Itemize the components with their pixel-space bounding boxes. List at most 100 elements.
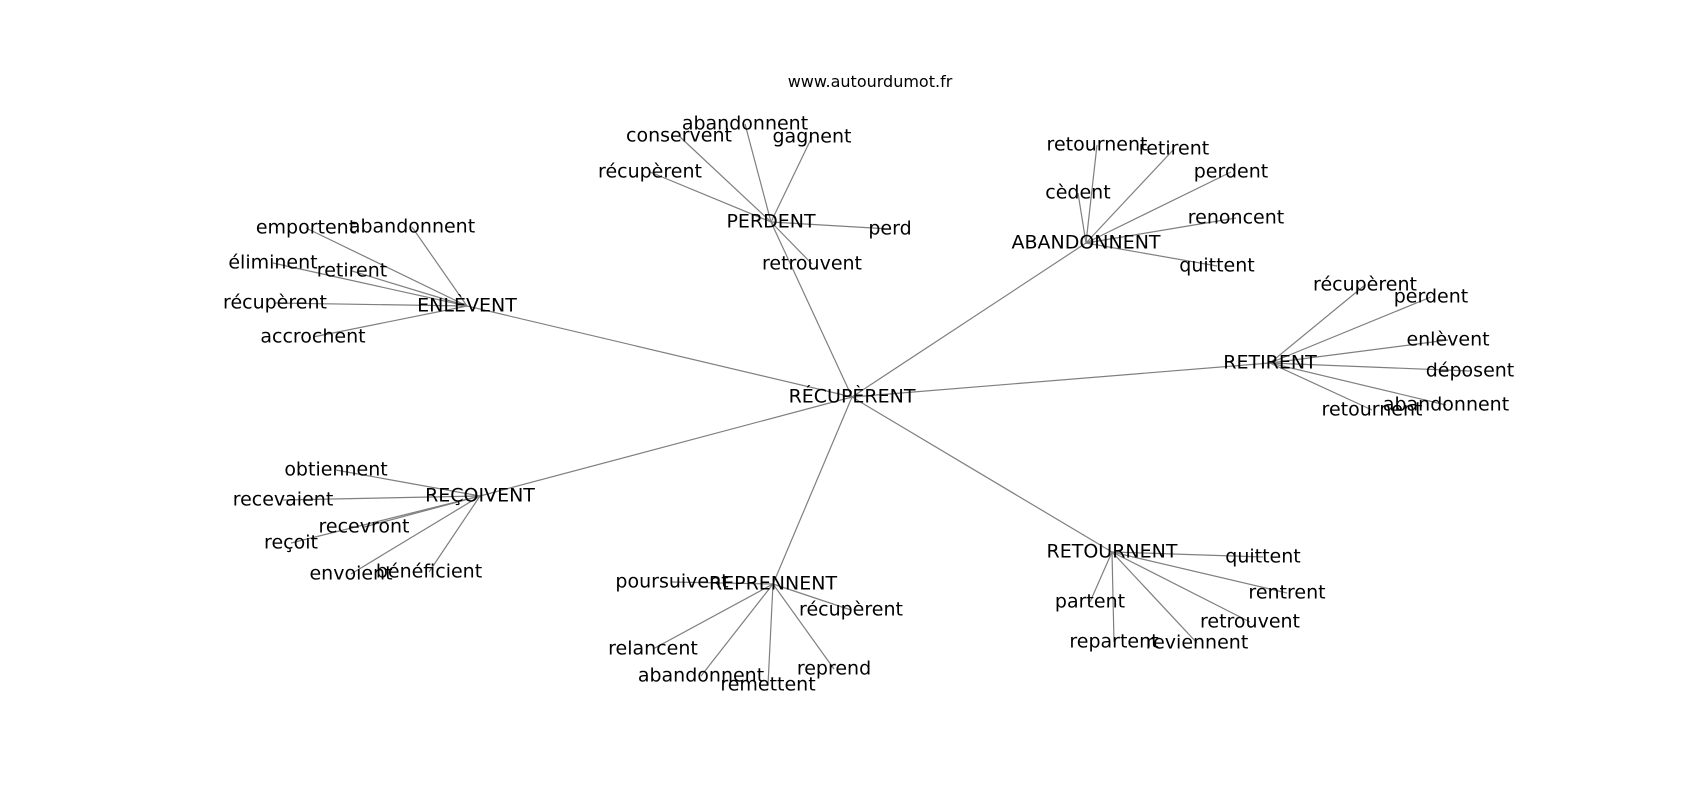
leaf-node[interactable]: partent	[1055, 591, 1125, 613]
leaf-node[interactable]: éliminent	[228, 252, 317, 274]
hub-node[interactable]: PERDENT	[726, 211, 816, 233]
edge-hub-1-leaf-2	[770, 136, 813, 223]
site-url[interactable]: www.autourdumot.fr	[787, 72, 953, 91]
leaf-node[interactable]: reprend	[797, 658, 871, 680]
leaf-node[interactable]: conservent	[626, 125, 732, 147]
edge-hub-4-leaf-4	[350, 495, 481, 575]
hub-node[interactable]: RETIRENT	[1223, 352, 1317, 374]
leaf-node[interactable]: reçoit	[264, 532, 318, 554]
leaf-node[interactable]: quittent	[1225, 546, 1300, 568]
hub-node[interactable]: ABANDONNENT	[1011, 232, 1160, 254]
edge-hub-6-leaf-0	[1111, 551, 1264, 558]
leaf-node[interactable]: accrochent	[260, 326, 365, 348]
edge-hub-4-leaf-0	[335, 469, 481, 497]
leaf-node[interactable]: abandonnent	[682, 113, 808, 135]
hub-node[interactable]: REPRENNENT	[709, 573, 838, 595]
leaf-node[interactable]: recevront	[319, 516, 410, 538]
leaf-node[interactable]: renoncent	[1188, 207, 1284, 229]
leaf-node[interactable]: récupèrent	[1313, 274, 1417, 296]
edge-hub-0-leaf-3	[351, 270, 468, 307]
leaf-node[interactable]: envoient	[309, 563, 392, 585]
edge-center-hub-4	[479, 396, 853, 497]
leaf-node[interactable]: perdent	[1394, 286, 1468, 308]
leaf-node[interactable]: perd	[868, 218, 911, 240]
edge-hub-3-leaf-3	[1269, 362, 1471, 372]
edge-hub-3-leaf-0	[1269, 284, 1366, 364]
edge-center-hub-6	[851, 396, 1113, 553]
edge-hub-5-leaf-2	[652, 583, 774, 650]
edge-hub-2-leaf-0	[1085, 144, 1098, 244]
leaf-node[interactable]: obtiennent	[284, 459, 387, 481]
hub-node[interactable]: RETOURNENT	[1047, 541, 1178, 563]
edge-hub-0-leaf-1	[411, 226, 468, 307]
leaf-node[interactable]: cèdent	[1045, 182, 1110, 204]
edge-hub-4-leaf-5	[428, 495, 481, 573]
hub-node[interactable]: REÇOIVENT	[425, 485, 535, 507]
edge-hub-6-leaf-1	[1089, 551, 1113, 603]
leaf-node[interactable]: retirent	[317, 260, 387, 282]
edge-hub-0-leaf-5	[312, 305, 468, 338]
leaf-node[interactable]: déposent	[1426, 360, 1515, 382]
edge-center-hub-2	[851, 242, 1087, 398]
edge-hub-2-leaf-4	[1085, 217, 1237, 244]
edge-hub-0-leaf-4	[274, 302, 468, 307]
graph-labels: RÉCUPÈRENTENLÈVENTemportentabandonnentél…	[223, 113, 1514, 696]
edge-hub-5-leaf-3	[700, 583, 774, 677]
leaf-node[interactable]: retrouvent	[762, 253, 862, 275]
center-node[interactable]: RÉCUPÈRENT	[789, 385, 916, 408]
leaf-node[interactable]: récupèrent	[223, 292, 327, 314]
edge-hub-3-leaf-5	[1269, 362, 1373, 411]
edge-center-hub-1	[770, 221, 853, 398]
edge-hub-5-leaf-1	[772, 583, 852, 611]
edge-center-hub-0	[466, 305, 853, 398]
leaf-node[interactable]: récupèrent	[598, 161, 702, 183]
leaf-node[interactable]: emportent	[256, 217, 356, 239]
edge-hub-6-leaf-4	[1111, 551, 1115, 643]
leaf-node[interactable]: abandonnent	[638, 665, 764, 687]
edge-center-hub-3	[851, 362, 1271, 398]
leaf-node[interactable]: quittent	[1179, 255, 1254, 277]
edge-hub-6-leaf-3	[1111, 551, 1251, 623]
leaf-node[interactable]: bénéficient	[376, 561, 482, 583]
edge-hub-1-leaf-3	[649, 171, 772, 223]
leaf-node[interactable]: reviennent	[1146, 632, 1249, 654]
leaf-node[interactable]: récupèrent	[799, 599, 903, 621]
leaf-node[interactable]: abandonnent	[349, 216, 475, 238]
edge-hub-1-leaf-4	[770, 221, 891, 230]
leaf-node[interactable]: recevaient	[233, 489, 334, 511]
edge-hub-6-leaf-2	[1111, 551, 1288, 594]
edge-hub-2-leaf-2	[1085, 171, 1232, 244]
leaf-node[interactable]: perdent	[1194, 161, 1268, 183]
leaf-node[interactable]: enlèvent	[1406, 329, 1489, 351]
edge-hub-0-leaf-2	[272, 262, 468, 307]
edge-hub-5-leaf-4	[767, 583, 774, 686]
leaf-node[interactable]: repartent	[1069, 631, 1158, 653]
edge-hub-1-leaf-1	[678, 135, 772, 223]
edge-hub-2-leaf-5	[1085, 242, 1218, 267]
edge-hub-2-leaf-3	[1077, 192, 1087, 244]
leaf-node[interactable]: abandonnent	[1383, 394, 1509, 416]
edge-hub-3-leaf-4	[1269, 362, 1447, 406]
edge-hub-1-leaf-0	[744, 123, 772, 223]
edge-hub-3-leaf-1	[1269, 296, 1432, 364]
leaf-node[interactable]: gagnent	[773, 126, 852, 148]
leaf-node[interactable]: retournent	[1322, 399, 1423, 421]
edge-hub-2-leaf-1	[1085, 148, 1175, 244]
edge-hub-3-leaf-2	[1269, 339, 1449, 364]
leaf-node[interactable]: retrouvent	[1200, 611, 1300, 633]
leaf-node[interactable]: relancent	[608, 638, 698, 660]
edge-hub-4-leaf-1	[282, 495, 481, 501]
leaf-node[interactable]: poursuivent	[615, 571, 728, 593]
edge-hub-4-leaf-3	[290, 495, 481, 544]
leaf-node[interactable]: remettent	[720, 674, 815, 696]
edge-hub-5-leaf-5	[772, 583, 835, 670]
edge-hub-6-leaf-5	[1111, 551, 1198, 644]
leaf-node[interactable]: rentrent	[1248, 582, 1325, 604]
leaf-node[interactable]: retirent	[1139, 138, 1209, 160]
edge-hub-0-leaf-0	[305, 227, 468, 307]
hub-node[interactable]: ENLÈVENT	[417, 294, 517, 317]
edge-hub-5-leaf-0	[671, 581, 774, 585]
graph-edges	[272, 123, 1471, 686]
leaf-node[interactable]: retournent	[1047, 134, 1148, 156]
